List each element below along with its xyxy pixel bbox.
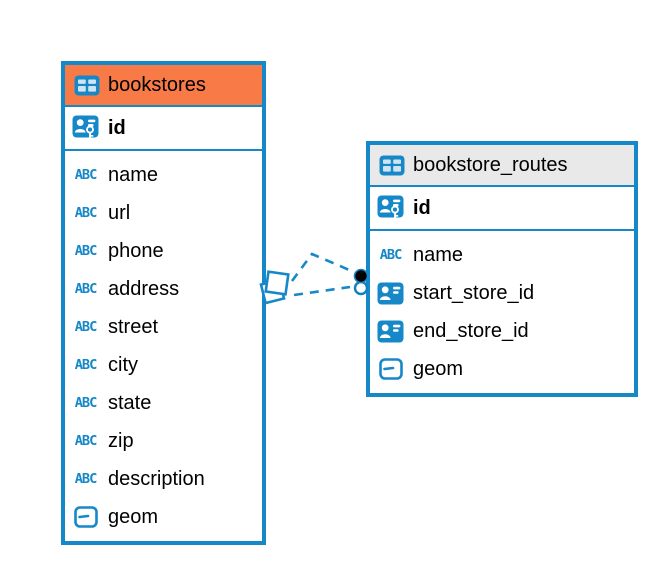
text-type-icon: ABC: [74, 433, 98, 449]
column-name: address: [108, 277, 180, 300]
column-row-start-store-id[interactable]: start_store_id: [370, 274, 634, 312]
text-type-icon: ABC: [379, 247, 403, 263]
column-name: phone: [108, 239, 164, 262]
column-row-geom[interactable]: geom: [370, 350, 634, 388]
column-name: street: [108, 315, 159, 338]
column-name: geom: [108, 505, 159, 528]
column-row-name[interactable]: ABC name: [370, 236, 634, 274]
columns-section: ABC name start_store_id: [370, 231, 634, 393]
column-name: name: [413, 243, 464, 266]
text-type-icon: ABC: [74, 471, 98, 487]
column-name: url: [108, 201, 131, 224]
entity-table-bookstores[interactable]: bookstores id ABC: [61, 61, 266, 545]
table-header-bookstores[interactable]: bookstores: [65, 65, 262, 107]
geometry-type-icon: [72, 506, 99, 528]
column-row-url[interactable]: ABC url: [65, 194, 262, 232]
column-row-city[interactable]: ABC city: [65, 346, 262, 384]
column-name: name: [108, 163, 159, 186]
table-name: bookstores: [108, 73, 206, 96]
text-type-icon: ABC: [74, 357, 98, 373]
column-row-description[interactable]: ABC description: [65, 460, 262, 498]
text-type-icon: ABC: [74, 319, 98, 335]
column-name: id: [108, 116, 126, 139]
text-type-icon: ABC: [74, 167, 98, 183]
column-row-street[interactable]: ABC street: [65, 308, 262, 346]
column-row-address[interactable]: ABC address: [65, 270, 262, 308]
column-name: end_store_id: [413, 319, 529, 342]
primary-key-icon: [72, 115, 99, 142]
column-name: zip: [108, 429, 134, 452]
foreign-key-icon: [377, 282, 404, 305]
column-row-phone[interactable]: ABC phone: [65, 232, 262, 270]
geometry-type-icon: [377, 358, 404, 380]
table-icon: [378, 155, 405, 176]
column-row-id[interactable]: id: [65, 107, 262, 151]
table-header-bookstore-routes[interactable]: bookstore_routes: [370, 145, 634, 187]
text-type-icon: ABC: [74, 395, 98, 411]
column-name: id: [413, 196, 431, 219]
text-type-icon: ABC: [74, 243, 98, 259]
text-type-icon: ABC: [74, 205, 98, 221]
column-name: description: [108, 467, 205, 490]
column-row-state[interactable]: ABC state: [65, 384, 262, 422]
foreign-key-icon: [377, 320, 404, 343]
column-name: geom: [413, 357, 464, 380]
column-row-end-store-id[interactable]: end_store_id: [370, 312, 634, 350]
columns-section: ABC name ABC url ABC phone ABC address A…: [65, 151, 262, 541]
primary-key-icon: [377, 195, 404, 222]
column-row-zip[interactable]: ABC zip: [65, 422, 262, 460]
table-name: bookstore_routes: [413, 153, 568, 176]
column-name: start_store_id: [413, 281, 535, 304]
table-icon: [73, 75, 100, 96]
relationship-line-start-store-id[interactable]: [290, 252, 355, 282]
text-type-icon: ABC: [74, 281, 98, 297]
column-row-id[interactable]: id: [370, 187, 634, 231]
entity-table-bookstore-routes[interactable]: bookstore_routes id ABC: [366, 141, 638, 397]
column-row-name[interactable]: ABC name: [65, 156, 262, 194]
column-name: city: [108, 353, 138, 376]
column-name: state: [108, 391, 152, 414]
relationship-line-end-store-id[interactable]: [293, 285, 351, 297]
column-row-geom[interactable]: geom: [65, 498, 262, 536]
